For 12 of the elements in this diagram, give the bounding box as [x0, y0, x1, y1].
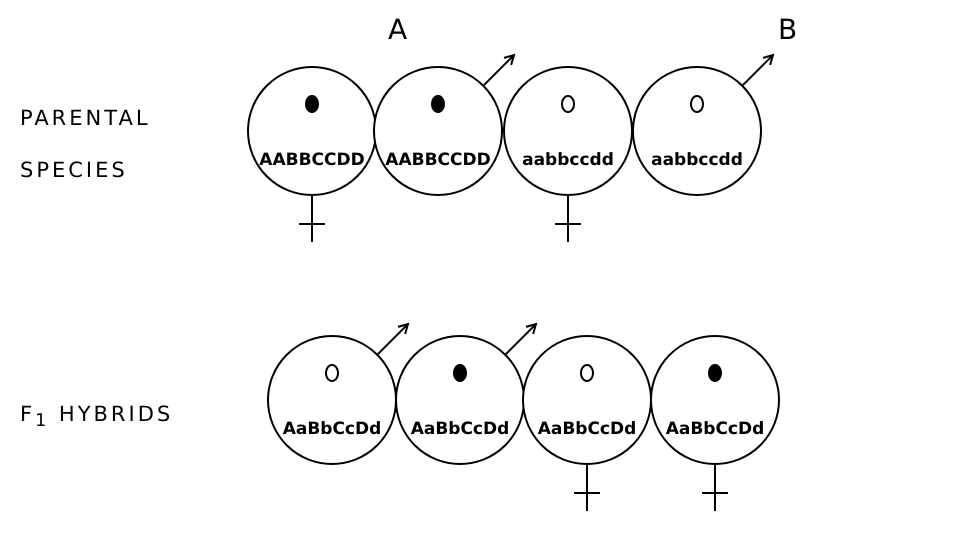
genotype-label: AaBbCcDd — [666, 419, 764, 439]
column-heading: A — [388, 12, 408, 48]
genotype-label: AaBbCcDd — [282, 419, 382, 439]
column-heading: B — [778, 12, 798, 48]
genotype-label: aabbccdd — [522, 150, 614, 170]
genotype-label: AABBCCDD — [259, 150, 365, 170]
row-heading: F$_{1}$ HYBRIDS — [20, 401, 174, 434]
genotype-label: AaBbCcDd — [410, 419, 510, 439]
genotype-label: AABBCCDD — [385, 150, 491, 170]
genotype-label: AaBbCcDd — [538, 419, 636, 439]
row-heading: PARENTAL SPECIES — [20, 105, 152, 184]
genotype-label: aabbccdd — [651, 150, 743, 170]
